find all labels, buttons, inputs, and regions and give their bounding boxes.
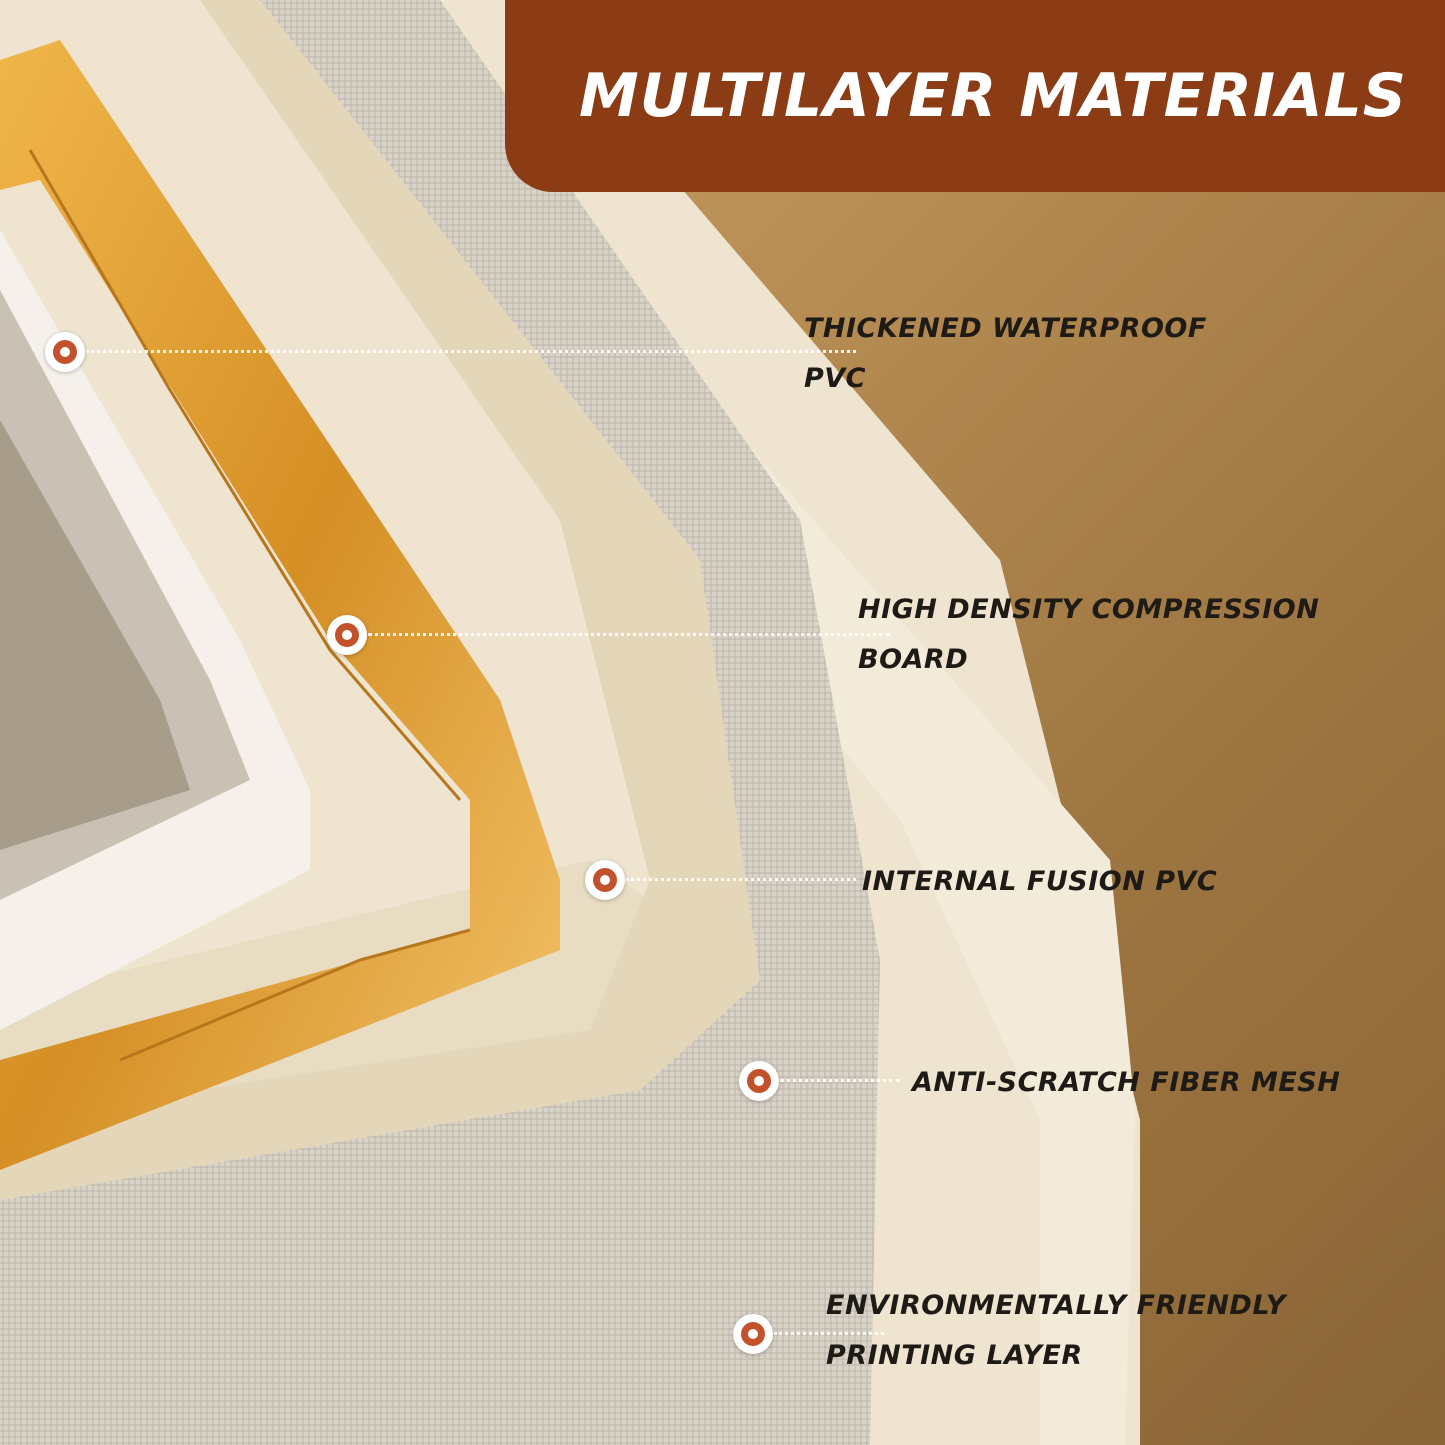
leader-line xyxy=(86,350,856,353)
callout-line: ENVIRONMENTALLY FRIENDLY xyxy=(826,1290,1286,1321)
callout-line: HIGH DENSITY COMPRESSION xyxy=(858,594,1320,625)
callout-line: BOARD xyxy=(858,644,969,675)
marker-dot xyxy=(45,332,85,372)
callout-printing-layer: ENVIRONMENTALLY FRIENDLY PRINTING LAYER xyxy=(826,1281,1286,1381)
leader-line xyxy=(368,633,890,636)
callout-fiber-mesh: ANTI-SCRATCH FIBER MESH xyxy=(912,1058,1340,1108)
callout-line: PRINTING LAYER xyxy=(826,1340,1083,1371)
callout-fusion-pvc: INTERNAL FUSION PVC xyxy=(862,857,1217,907)
marker-dot xyxy=(585,860,625,900)
leader-line xyxy=(626,878,856,881)
leader-line xyxy=(774,1332,884,1335)
callout-compression-board: HIGH DENSITY COMPRESSION BOARD xyxy=(858,585,1319,685)
banner-title: MULTILAYER MATERIALS xyxy=(578,61,1407,131)
leader-line xyxy=(780,1079,900,1082)
callout-line: ANTI-SCRATCH FIBER MESH xyxy=(912,1067,1341,1098)
callout-line: PVC xyxy=(804,363,866,394)
marker-dot xyxy=(733,1314,773,1354)
callout-waterproof-pvc: THICKENED WATERPROOF PVC xyxy=(804,304,1207,404)
title-banner: MULTILAYER MATERIALS xyxy=(505,0,1445,192)
callout-line: THICKENED WATERPROOF xyxy=(804,313,1207,344)
marker-dot xyxy=(327,615,367,655)
callout-line: INTERNAL FUSION PVC xyxy=(862,866,1218,897)
marker-dot xyxy=(739,1061,779,1101)
